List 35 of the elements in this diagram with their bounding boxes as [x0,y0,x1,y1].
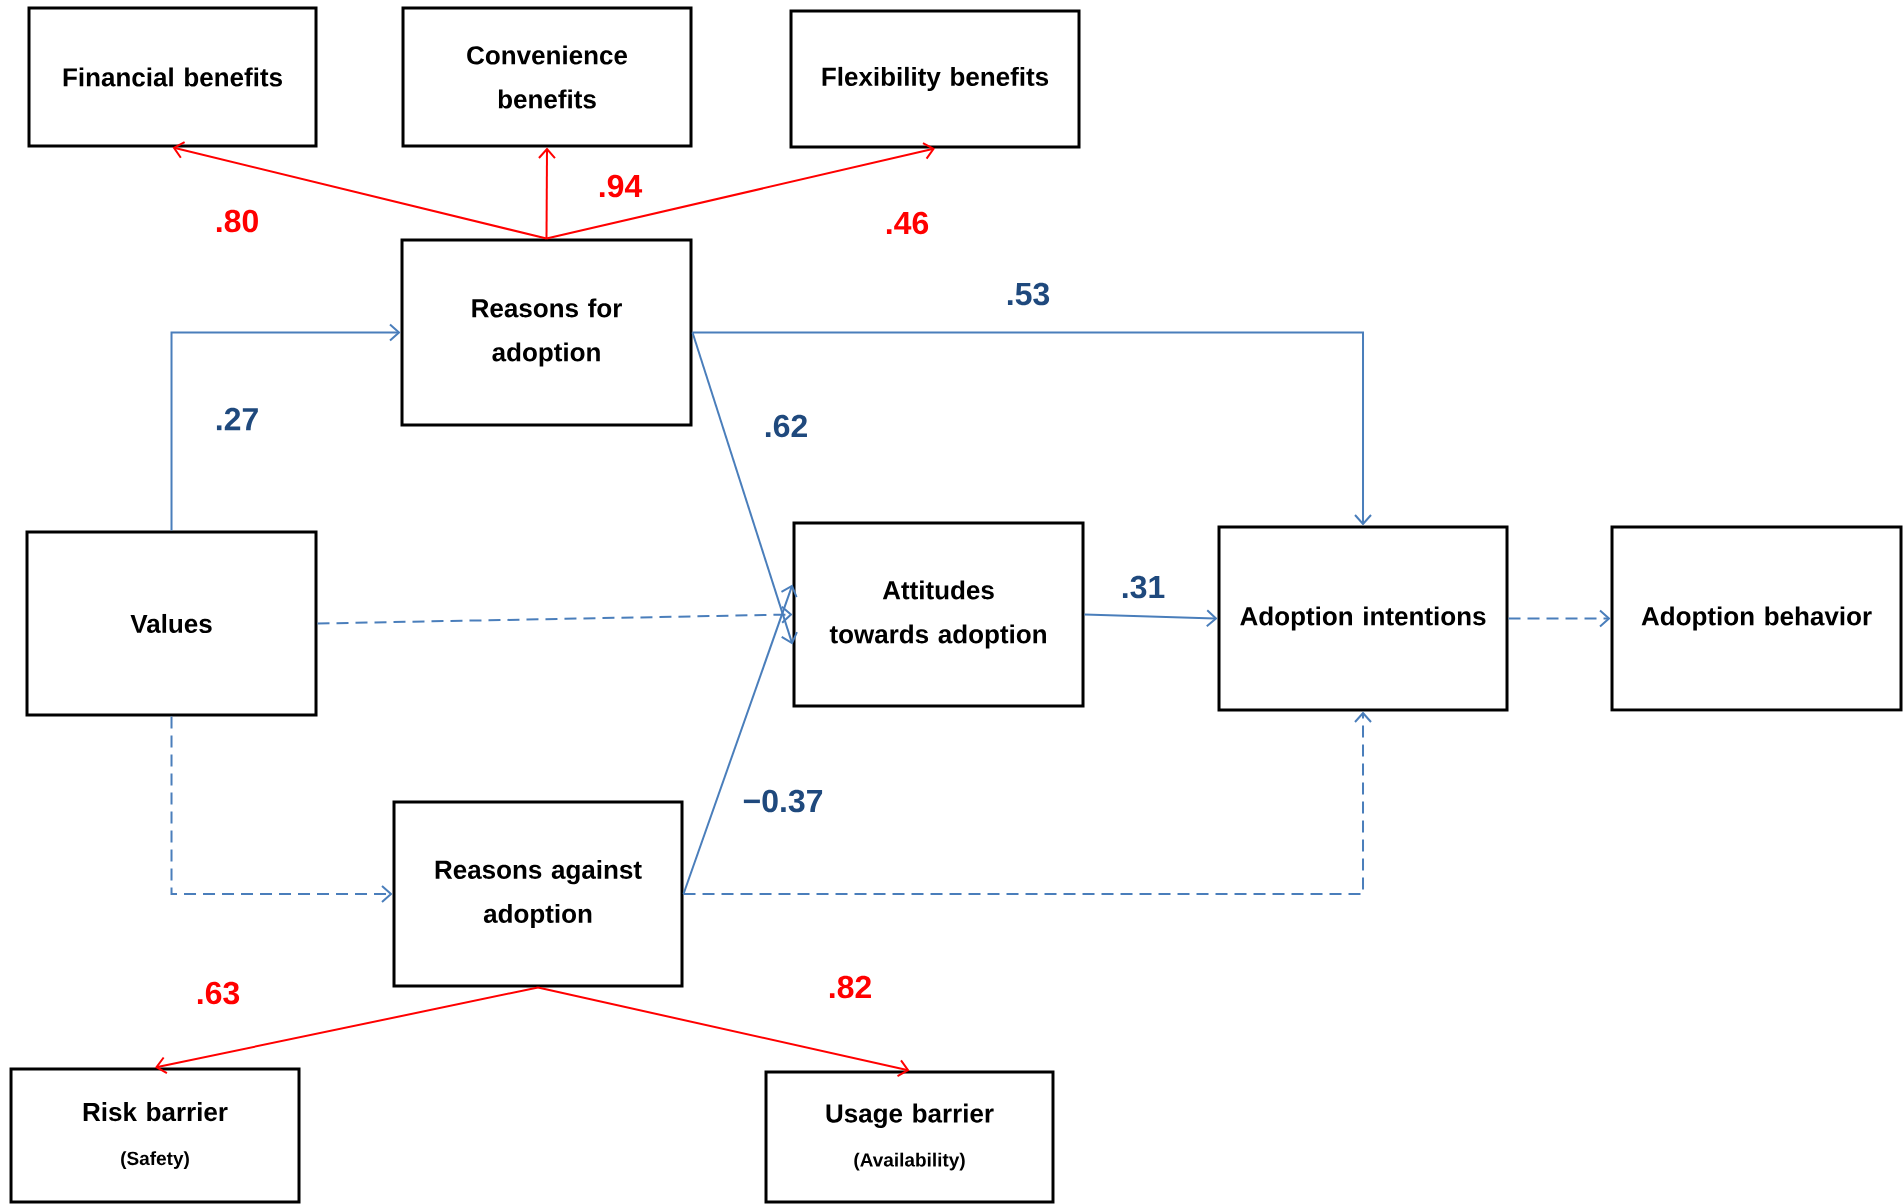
box: Attitudes towards adoption [792,521,1085,708]
box: Flexibility benefits [789,9,1081,149]
edge-label: .63 [193,979,243,1007]
edge-label: .62 [761,412,811,440]
arrow [155,986,539,1075]
arrow [545,142,935,240]
box: Convenience benefits [401,6,693,148]
arrow [316,605,793,625]
edge-label: .46 [882,209,932,237]
arrow [1507,609,1611,628]
box: Adoption intentions [1217,525,1509,712]
box: Risk barrier (Safety) [9,1067,301,1204]
box: Adoption behavior [1610,525,1903,712]
box: Usage barrier (Availability) [764,1070,1055,1204]
edge-label: .53 [1003,280,1053,308]
arrow [691,331,1372,526]
box: Reasons against adoption [392,800,684,988]
arrow [172,141,548,240]
arrow [537,986,910,1077]
edge-label: .82 [825,973,875,1001]
arrow [537,147,556,240]
box: Financial benefits [27,6,318,148]
edge-label: .27 [212,405,262,433]
edge-label: −0.37 [740,787,826,815]
arrow [691,331,798,645]
arrow [1083,609,1218,628]
box: Reasons for adoption [400,238,693,427]
arrow [170,715,393,903]
box: Values [25,530,318,717]
arrow [682,584,798,895]
edge-label: .80 [212,207,262,235]
edge-label: .94 [595,172,645,200]
edge-label: .31 [1118,573,1168,601]
arrow [682,711,1372,895]
arrow [170,323,401,532]
